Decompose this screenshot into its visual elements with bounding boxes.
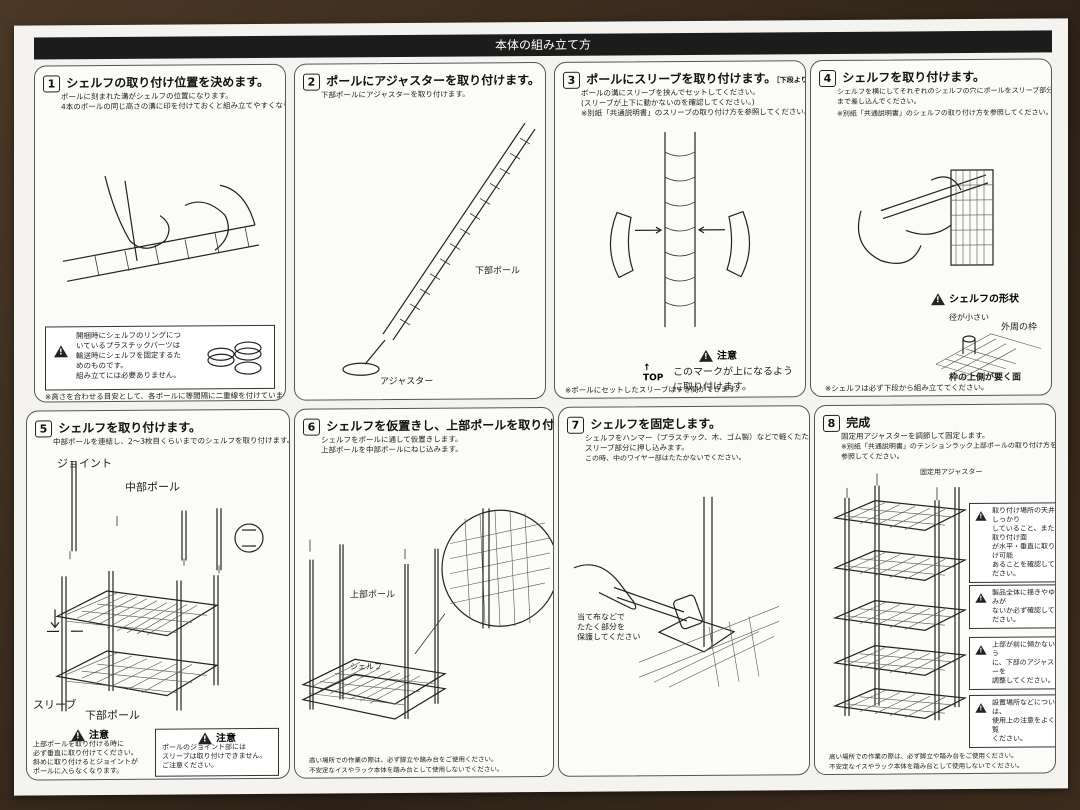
rack-shelf-4	[832, 645, 968, 676]
hammer-illustration	[573, 496, 780, 688]
protective-cloth-label: 当て布などで たたく部分を 保護してください	[577, 612, 641, 642]
step-1-footer: ※高さを合わせる目安として、各ポールに等間隔に二重線を付けています。	[45, 390, 286, 402]
warning-icon	[975, 645, 987, 655]
upper-pole-label: 上部ポール	[350, 590, 396, 601]
step-4-panel: 4 シェルフを取り付けます。 シェルフを横にしてそれぞれのシェルフの穴にポールを…	[810, 58, 1052, 398]
shelf-insert-illustration	[857, 169, 994, 266]
step-5-caution-2-text: ポールのジョイント部には スリーブは取り付けできません。 ご注意ください。	[162, 743, 267, 770]
rack-shelf-3	[832, 600, 968, 631]
step-6-panel: 6 シェルフを仮置きし、上部ポールを取り付けます。 シェルフをポールに通して仮置…	[294, 406, 554, 779]
step-8-note-2: 製品全体に揺きやゆがみが ないか必ず確認してください。	[969, 584, 1056, 630]
step-5-panel: 5 シェルフを取り付けます。 中部ポールを連結し、2～3枚目くらいまでのシェルフ…	[26, 408, 290, 781]
step-8-panel: 8 完成 固定用アジャスターを調節して固定します。 ※別紙「共通説明書」のテンシ…	[814, 403, 1056, 776]
shelf-label: シェルフ	[350, 662, 382, 672]
warning-icon	[699, 349, 713, 362]
warning-icon	[54, 345, 68, 358]
shelf-shape-section: シェルフの形状 径が小さい 外周の枠 枠の上側が要く面	[931, 289, 1046, 385]
shelf-shape-illustration	[935, 333, 1042, 380]
pole-adjuster-illustration	[342, 122, 536, 376]
step-8-note-1: 取り付け場所の天井がしっかり していること、また、取り付け面 が水平・垂直に取り…	[969, 502, 1056, 584]
step-1-caution: 開梱時にシェルフのリングにつ いているプラスチックパーツは 輸送時にシェルフを固…	[45, 324, 275, 391]
step-7-panel: 7 シェルフを固定します。 シェルフをハンマー（プラスチック、木、ゴム製）などで…	[558, 405, 810, 777]
lower-pole-label: 下部ポール	[475, 266, 521, 277]
step-3-footer: ※ポールにセットしたスリーブはすき間ができます。	[565, 384, 743, 395]
warning-icon	[931, 293, 945, 306]
pole-marking-illustration	[62, 175, 260, 282]
temporary-shelf-illustration	[301, 508, 554, 720]
step-5-caution-2: 注意 ポールのジョイント部には スリーブは取り付けできません。 ご注意ください。	[155, 727, 279, 777]
small-diameter-label: 径が小さい	[949, 312, 989, 323]
step-1-caution-text: 開梱時にシェルフのリングにつ いているプラスチックパーツは 輸送時にシェルフを固…	[76, 330, 181, 381]
plastic-parts-illustration	[207, 341, 262, 375]
warning-icon	[975, 511, 987, 521]
step-8-note-4: 設置場所などについては、 使用上の注意をよくご覧 ください。	[969, 694, 1056, 749]
step-2-panel: 2 ポールにアジャスターを取り付けます。 下部ポールにアジャスターを取り付けます…	[294, 61, 546, 401]
instruction-sheet: 本体の組み立て方 1 シェルフの取り付け位置を決めます。 ポールに刻まれた溝がシ…	[14, 18, 1068, 796]
warning-icon	[975, 593, 987, 603]
rack-shelf-5	[832, 688, 968, 719]
step-8-footer-2: 不安定なイスやラック本体を踏み台として使用しないでください。	[829, 761, 1024, 771]
rack-shelf-1	[832, 500, 968, 531]
step-6-footer-2: 不安定なイスやラック本体を踏み台として使用しないでください。	[309, 765, 504, 775]
shelf-shape-title: シェルフの形状	[931, 289, 1046, 306]
step-5-caution-1: 注意 上部ポールを取り付ける時に 必ず垂直に取り付けてください。 斜めに取り付け…	[31, 726, 149, 776]
warning-icon	[975, 703, 987, 713]
page-title: 本体の組み立て方	[34, 30, 1052, 60]
top-mark: ↑TOP	[643, 363, 664, 384]
step-3-panel: 3 ポールにスリーブを取り付けます。［下段より組み立てます］ ポールの溝にスリー…	[554, 60, 806, 399]
step-3-caution-title: 注意	[643, 346, 793, 362]
sleeve-label: スリーブ	[33, 698, 77, 712]
step-4-footer: ※シェルフは必ず下段から組み立ててください。	[825, 382, 989, 394]
step-1-panel: 1 シェルフの取り付け位置を決めます。 ポールに刻まれた溝がシェルフの位置になり…	[34, 63, 286, 403]
step-5-caution-1-text: 上部ポールを取り付ける時に 必ず垂直に取り付けてください。 斜めに取り付けるとジ…	[33, 739, 138, 776]
shelf-assembly-illustration	[47, 461, 264, 712]
sleeve-illustration	[609, 131, 751, 328]
rack-shelf-2	[832, 550, 968, 581]
adjuster-label: アジャスター	[380, 376, 434, 388]
lower-pole-label-5: 下部ポール	[85, 708, 140, 723]
step-8-note-3: 上部が前に傾かないよう に、下部のアジャスターを 調整してください。	[969, 636, 1056, 691]
completed-rack-illustration	[832, 473, 968, 721]
